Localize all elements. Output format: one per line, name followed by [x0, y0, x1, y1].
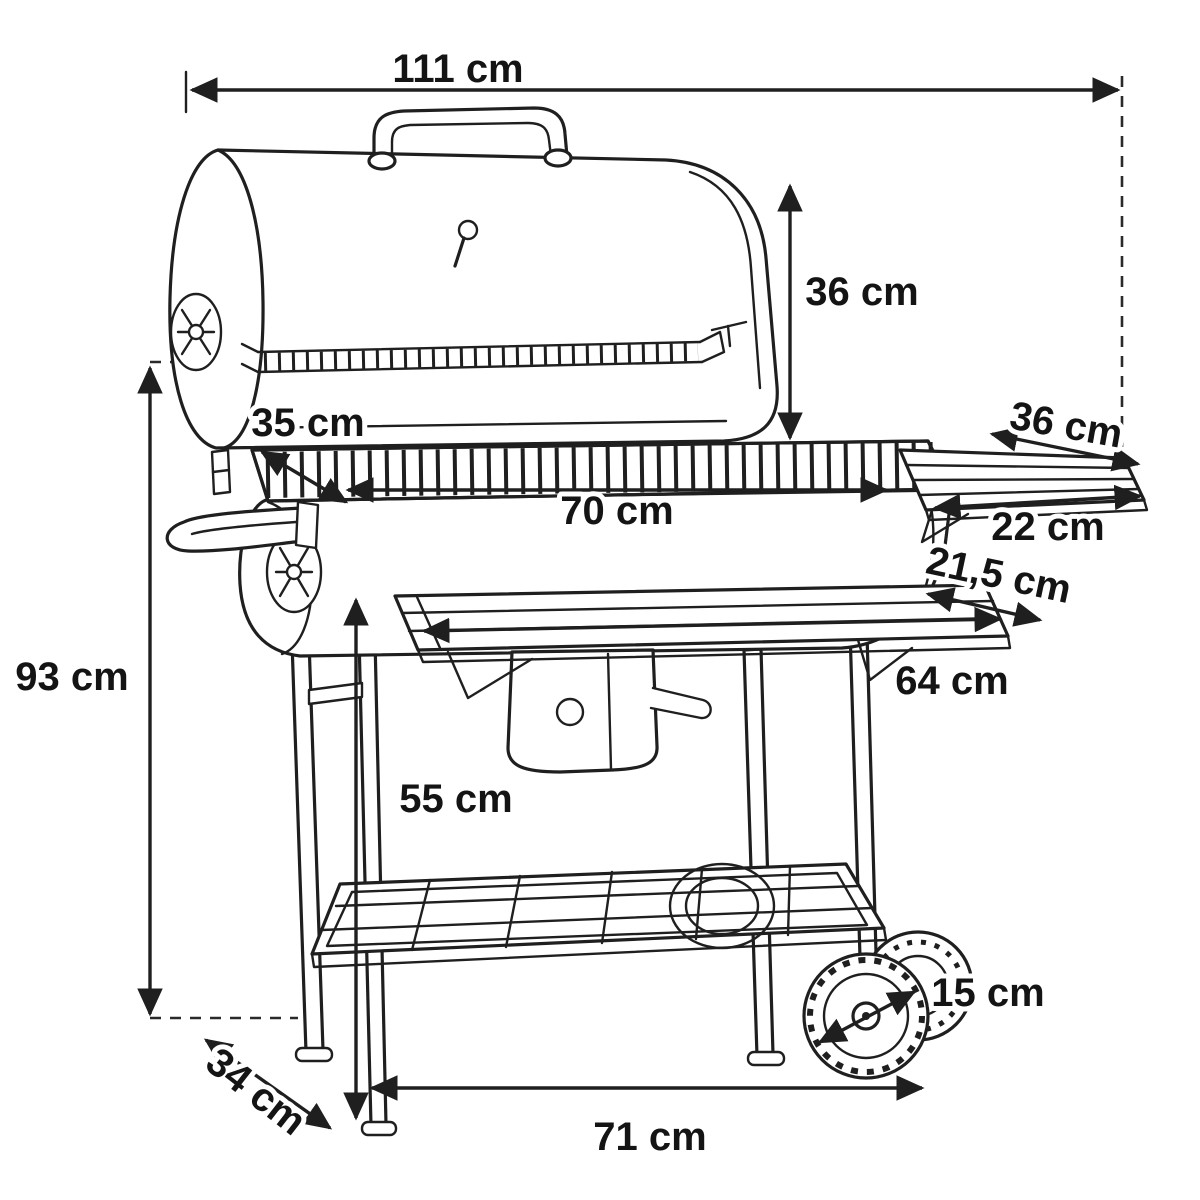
starter-handle [649, 686, 712, 720]
dim-label-wheel-diameter: 15 cm [931, 971, 1044, 1015]
chimney-starter [506, 648, 712, 774]
dim-label-lid-height: 36 cm [805, 270, 918, 314]
dim-line-base-depth [203, 1038, 333, 1130]
dim-label-working-height: 93 cm [15, 655, 128, 699]
charcoal-ring [668, 862, 776, 950]
leg-rear-left [356, 593, 388, 1128]
lid-latch [210, 448, 232, 496]
body-damper-vent [265, 530, 323, 614]
dim-line-side-shelf-width [932, 484, 1143, 520]
dim-line-wheel-diameter [817, 990, 917, 1044]
foot [360, 1120, 398, 1137]
grill-lid [168, 106, 779, 496]
side-handle [165, 500, 320, 553]
dim-label-side-shelf-width: 22 cm [991, 505, 1104, 549]
dim-label-side-shelf-depth: 36 cm [1007, 394, 1126, 457]
construction-lines [150, 70, 1124, 1020]
dimension-labels: 111 cm 36 cm 35 cm 70 cm 36 cm 22 cm 21,… [10, 42, 1131, 1164]
bottom-rack [310, 862, 888, 969]
dim-label-front-shelf-length: 64 cm [895, 659, 1008, 703]
side-rail [307, 681, 364, 706]
dim-label-base-width: 71 cm [593, 1115, 706, 1159]
lid-vent-key [453, 219, 479, 268]
lid-handle [367, 106, 573, 171]
dim-label-total-width: 111 cm [392, 47, 523, 91]
dimension-lines [137, 77, 1143, 1130]
dim-line-grate-depth [259, 450, 349, 504]
foot [746, 1050, 786, 1067]
dim-label-leg-height: 55 cm [399, 777, 512, 821]
dim-label-grate-depth: 35 cm [251, 401, 364, 445]
lid-damper-vent [169, 292, 223, 372]
dim-line-side-shelf-depth [989, 426, 1141, 472]
dim-line-front-shelf-length [421, 606, 1003, 644]
warming-rack [240, 320, 748, 374]
dim-label-grate-width: 70 cm [560, 489, 673, 533]
foot [294, 1046, 334, 1063]
leg-front-right [742, 647, 775, 1058]
